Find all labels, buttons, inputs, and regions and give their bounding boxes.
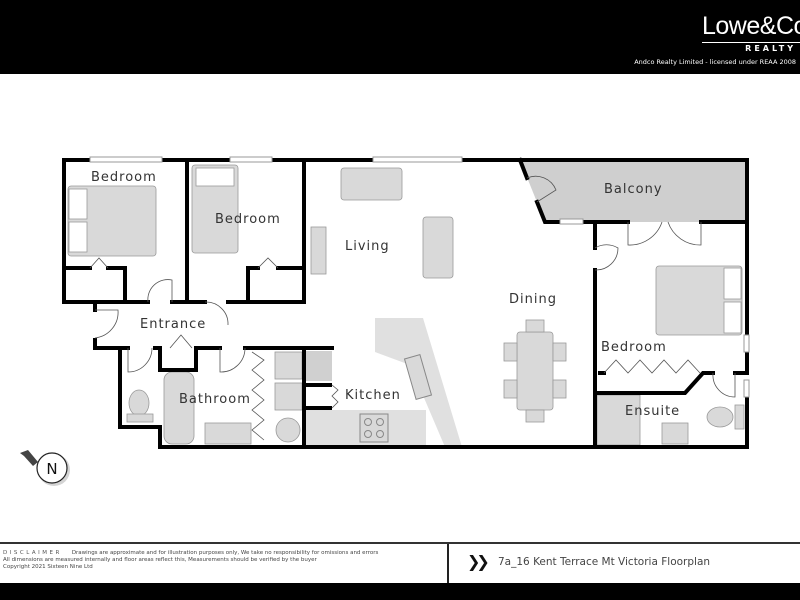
logo: Lowe&Co: [702, 12, 800, 40]
ensuite-shower: [596, 394, 641, 446]
disclaimer-title: DISCLAIMER: [3, 550, 62, 556]
chair: [525, 409, 545, 423]
bed-1: [67, 185, 157, 257]
footer-vertical-divider: [447, 544, 449, 583]
balcony-area: [520, 160, 747, 222]
floorplan-title: 7a_16 Kent Terrace Mt Victoria Floorplan: [498, 556, 711, 568]
compass-label: N: [46, 460, 57, 478]
chair: [503, 379, 518, 399]
disclaimer: DISCLAIMER Drawings are approximate and f…: [3, 550, 378, 571]
room-label-bedroom: Bedroom: [91, 170, 157, 185]
room-label-ensuite: Ensuite: [625, 404, 680, 419]
bed-1-pillow: [68, 188, 88, 220]
chair: [503, 342, 518, 362]
disclaimer-copyright: Copyright 2021 Sixteen Nine Ltd: [3, 564, 93, 570]
bathroom-vanity: [204, 422, 252, 445]
bed-3: [655, 265, 743, 336]
bed-2: [191, 164, 239, 254]
bed-1-pillow: [68, 221, 88, 253]
room-label-balcony: Balcony: [604, 182, 663, 197]
washing-machine: [275, 417, 301, 443]
ensuite-toilet: [706, 406, 734, 428]
north-compass-icon: N: [20, 450, 70, 486]
logo-subtext: REALTY: [745, 44, 796, 53]
license-text: Andco Realty Limited - licensed under RE…: [634, 58, 796, 66]
chair: [525, 319, 545, 333]
room-label-bathroom: Bathroom: [179, 392, 251, 407]
ensuite-cistern: [734, 404, 745, 430]
logo-underline: [702, 42, 800, 43]
chair: [552, 342, 567, 362]
room-label-living: Living: [345, 239, 390, 254]
bathtub: [163, 371, 195, 445]
room-label-dining: Dining: [509, 292, 557, 307]
walls: [62, 157, 749, 449]
room-label-bedroom: Bedroom: [215, 212, 281, 227]
tv-unit: [310, 226, 327, 275]
disclaimer-line: All dimensions are measured internally a…: [3, 557, 317, 563]
toilet-cistern: [126, 413, 154, 423]
bed-2-pillow: [195, 167, 235, 187]
fridge: [306, 351, 332, 381]
double-chevron-right-icon: ❯❯: [467, 552, 490, 571]
ensuite-vanity: [661, 422, 689, 445]
bed-3-pillow: [723, 267, 742, 300]
room-label-entrance: Entrance: [140, 317, 206, 332]
room-label-kitchen: Kitchen: [345, 388, 401, 403]
dining-table: [516, 331, 554, 411]
header-bar: Lowe&Co REALTY Andco Realty Limited - li…: [0, 0, 800, 74]
floorplan: Bedroom Bedroom Living Balcony Dining En…: [20, 156, 750, 486]
chair: [552, 379, 567, 399]
room-label-bedroom: Bedroom: [601, 340, 667, 355]
doors: [89, 175, 736, 441]
cooktop-icon: [359, 413, 389, 443]
toilet: [128, 389, 150, 417]
laundry-sink: [274, 351, 303, 380]
footer-bar: [0, 583, 800, 600]
bed-3-pillow: [723, 301, 742, 334]
kitchen-sink: [403, 353, 433, 401]
footer-divider: [0, 542, 800, 544]
sofa: [340, 167, 403, 201]
sofa-2: [422, 216, 454, 279]
shower: [274, 382, 303, 411]
disclaimer-line: Drawings are approximate and for illustr…: [71, 550, 379, 556]
windows: [89, 156, 750, 398]
